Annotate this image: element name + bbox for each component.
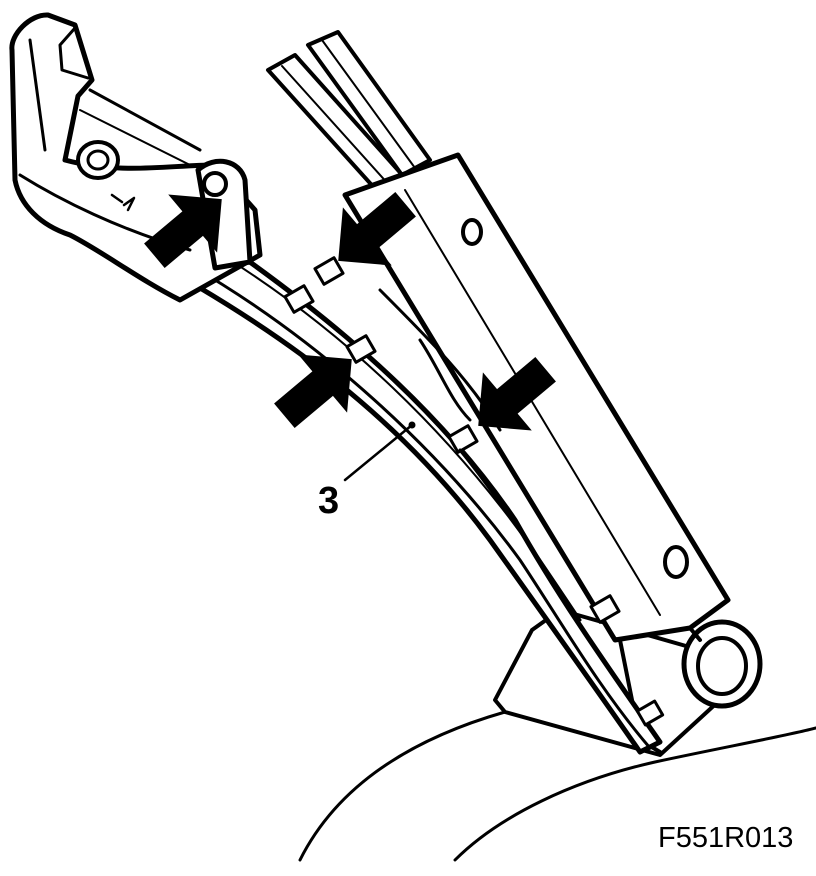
- arrow-1: [144, 194, 222, 268]
- release-arrows: [144, 192, 556, 431]
- arrow-2: [338, 192, 416, 266]
- figure-code: F551R013: [658, 822, 793, 854]
- arrow-3: [274, 354, 352, 428]
- car-body-contour: [298, 710, 816, 862]
- callout-3: 3: [318, 421, 416, 522]
- callout-label: 3: [318, 480, 339, 522]
- arrow-4: [478, 357, 556, 431]
- seat-adjust-handle: [9, 12, 263, 303]
